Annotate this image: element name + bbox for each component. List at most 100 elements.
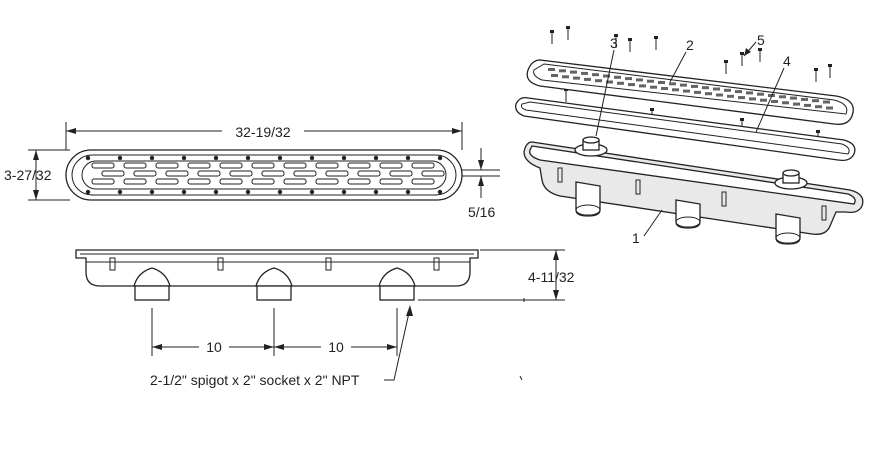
cover-slot <box>793 102 800 106</box>
body-part <box>523 136 864 245</box>
grate-screw <box>213 189 219 195</box>
grate-screw <box>437 189 443 195</box>
cover-slot <box>661 87 668 90</box>
screw-head <box>828 64 832 67</box>
length-label: 32-19/32 <box>235 124 290 140</box>
cover-slot <box>727 94 734 98</box>
grate-slot <box>187 162 211 169</box>
side-posts <box>109 257 440 271</box>
grate-screw <box>309 155 315 161</box>
grate-screw <box>117 189 123 195</box>
screw-head <box>814 68 818 71</box>
grate-slot <box>91 178 115 185</box>
cover-slot <box>636 78 643 82</box>
side-post <box>325 257 332 271</box>
grate-screw <box>277 155 283 161</box>
cover-slot <box>562 75 569 79</box>
cover-slot <box>595 79 602 83</box>
cover-slot <box>614 75 621 79</box>
screw-head <box>758 48 762 51</box>
cover-slot <box>584 77 591 81</box>
cover-slot <box>617 81 624 85</box>
screw-head <box>650 108 654 111</box>
callout-4: 4 <box>783 53 791 69</box>
plug-right <box>774 169 808 190</box>
cover-slot <box>669 82 676 86</box>
outlet-pipes <box>133 267 416 301</box>
body-tabs <box>557 167 827 221</box>
body-side-outline <box>75 249 479 287</box>
cover-slot <box>812 99 819 103</box>
grate-screw <box>149 189 155 195</box>
grate-slot <box>229 170 253 177</box>
width-dimension: 3-27/32 <box>4 149 70 201</box>
grate-screw <box>245 155 251 161</box>
plug-left <box>574 136 608 157</box>
connection-label: 2-1/2" spigot x 2" socket x 2" NPT <box>150 372 360 388</box>
grate-screw <box>341 155 347 161</box>
cover-slot <box>757 92 764 96</box>
grate-slot <box>91 162 115 169</box>
screws <box>550 26 832 144</box>
cover-slot <box>647 79 654 83</box>
grate-slot <box>315 162 339 169</box>
cover-slot <box>570 70 577 74</box>
cover-slot <box>628 83 635 87</box>
grate-slot <box>283 178 307 185</box>
grate-screw <box>85 189 91 195</box>
cover-slot <box>738 96 745 100</box>
cover-slot <box>746 91 753 95</box>
outlet-shoulder <box>378 267 416 287</box>
grate-slot <box>389 170 413 177</box>
grate-slot <box>347 178 371 185</box>
cover-slot <box>606 80 613 84</box>
grate-slot-pattern <box>85 155 445 195</box>
height-dimension: 4-11/32 <box>418 249 575 302</box>
thickness-label: 5/16 <box>468 204 495 220</box>
grate-screw <box>245 189 251 195</box>
grate-slot <box>251 178 275 185</box>
grate-slot <box>357 170 381 177</box>
outlet-shoulder <box>255 267 293 287</box>
body-tab <box>821 205 827 221</box>
grate-slot <box>261 170 285 177</box>
cover-slot <box>592 73 599 77</box>
grate-slot <box>411 178 435 185</box>
thickness-dimension: 5/16 <box>462 148 500 220</box>
cover-slot <box>760 98 767 102</box>
grate-slot <box>379 178 403 185</box>
screw-head <box>614 34 618 37</box>
callout-1: 1 <box>632 230 640 246</box>
cover-slot <box>650 85 657 89</box>
cover-slot <box>702 86 709 90</box>
grate-slot <box>293 170 317 177</box>
side-view: 4-11/32 10 10 2-1/2" spigot x 2" socket … <box>75 249 575 388</box>
grate-slot <box>133 170 157 177</box>
grate-screw <box>149 155 155 161</box>
cover-slot <box>694 90 701 94</box>
cover-slot <box>724 88 731 92</box>
grate-screw <box>85 155 91 161</box>
grate-screw <box>181 189 187 195</box>
screw-head <box>740 52 744 55</box>
grate-screw <box>405 155 411 161</box>
cover-slot <box>683 89 690 93</box>
grate-screw <box>309 189 315 195</box>
outlet-pipe <box>134 285 170 301</box>
connection-leader: 2-1/2" spigot x 2" socket x 2" NPT <box>150 305 413 388</box>
cover-slot <box>581 71 588 75</box>
spacing-left-label: 10 <box>206 339 222 355</box>
cover-slot <box>735 90 742 94</box>
cover-slot <box>573 76 580 80</box>
exploded-view: 3 2 5 4 1 <box>515 26 864 246</box>
grate-slot <box>379 162 403 169</box>
spacing-dimensions: 10 10 <box>151 308 398 356</box>
grate-slot <box>123 162 147 169</box>
grate-slot <box>347 162 371 169</box>
grate-slot <box>421 170 445 177</box>
body-tab <box>557 167 563 183</box>
grate-screw <box>373 155 379 161</box>
grate-slot <box>123 178 147 185</box>
grate-screw <box>181 155 187 161</box>
